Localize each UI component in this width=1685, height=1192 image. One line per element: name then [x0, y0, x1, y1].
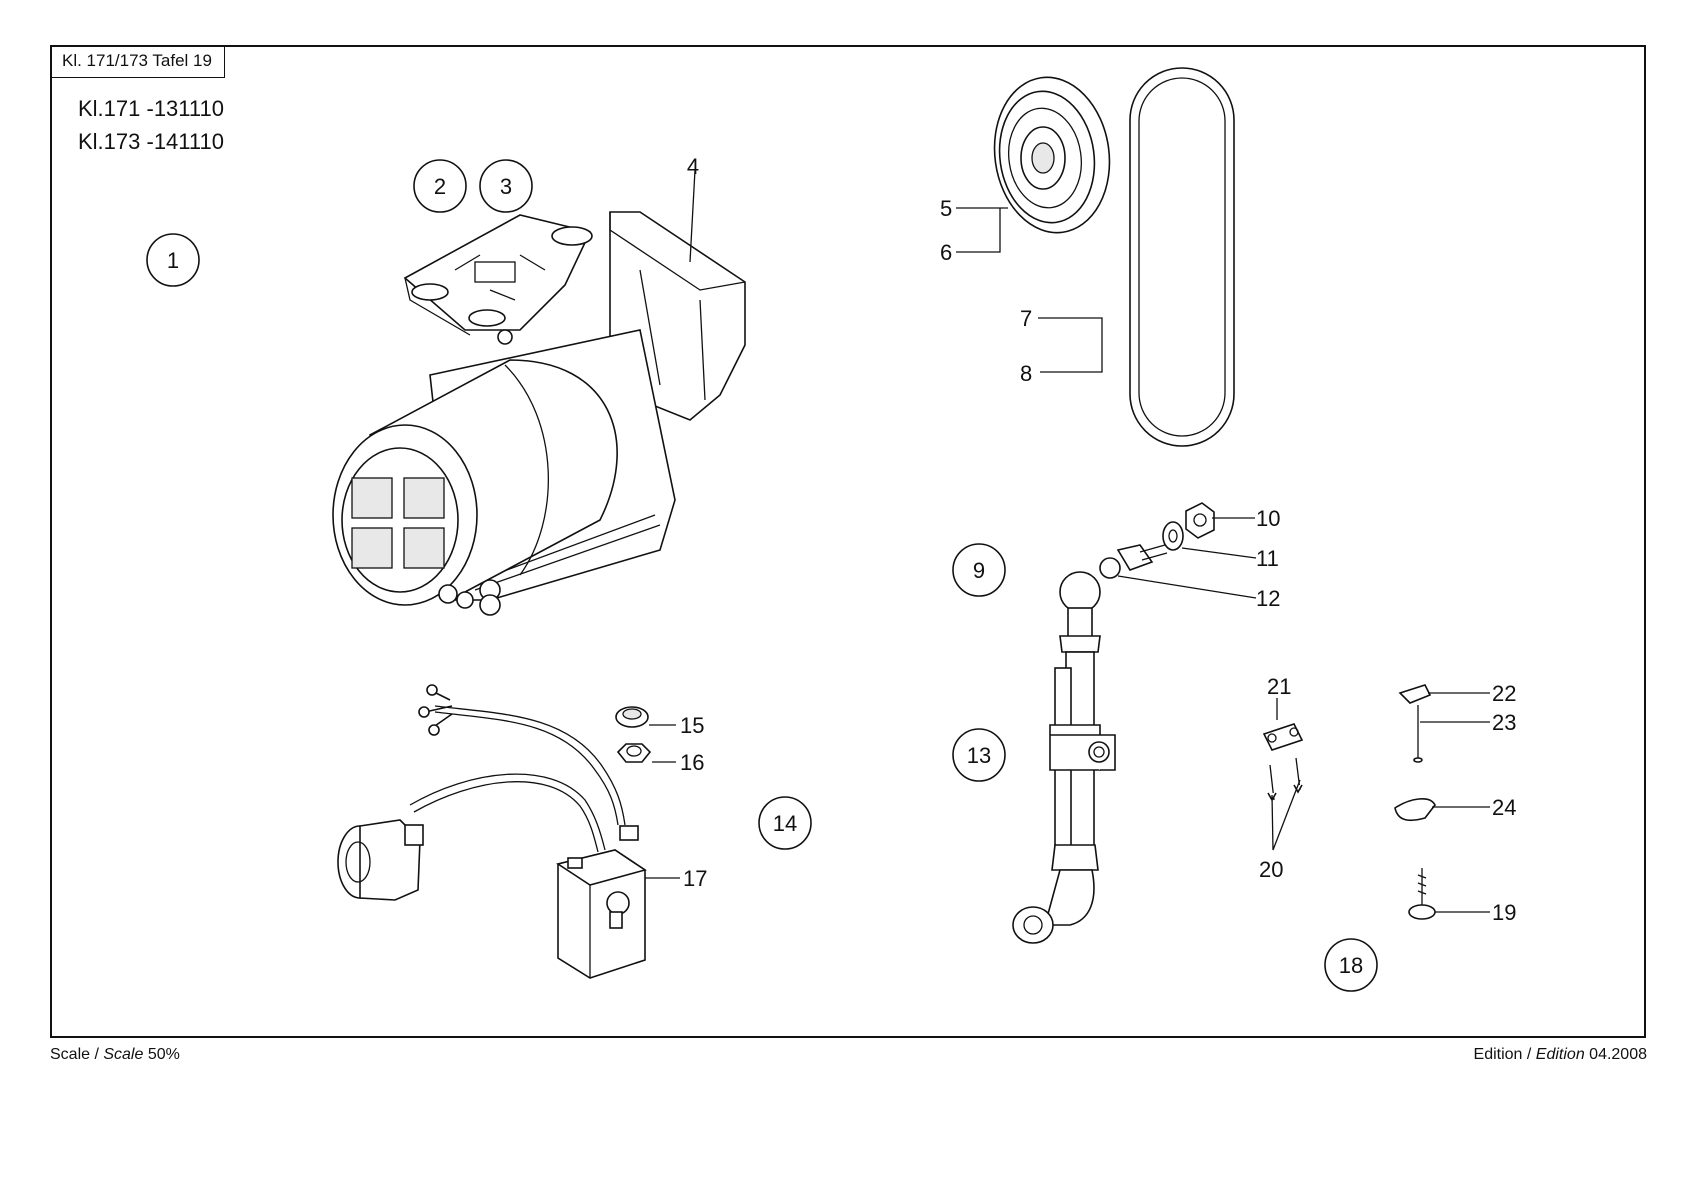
- circled-ref-13: 13: [953, 729, 1005, 781]
- circled-ref-18: 18: [1325, 939, 1377, 991]
- svg-text:18: 18: [1339, 953, 1363, 978]
- circled-ref-14: 14: [759, 797, 811, 849]
- callout-7: 7: [1020, 306, 1032, 331]
- motor-switch-and-cable: [338, 685, 650, 978]
- circled-ref-3: 3: [480, 160, 532, 212]
- scale-note: Scale / Scale 50%: [50, 1046, 180, 1064]
- callout-20: 20: [1259, 857, 1283, 882]
- callout-12: 12: [1256, 586, 1280, 611]
- svg-text:14: 14: [773, 811, 797, 836]
- v-belt: [1130, 68, 1234, 446]
- callout-17: 17: [683, 866, 707, 891]
- callout-11: 11: [1256, 546, 1279, 571]
- svg-text:9: 9: [973, 558, 985, 583]
- callout-10: 10: [1256, 506, 1280, 531]
- callout-16: 16: [680, 750, 704, 775]
- callout-15: 15: [680, 713, 704, 738]
- callout-5: 5: [940, 196, 952, 221]
- motor-pulley: [985, 70, 1120, 240]
- callout-6: 6: [940, 240, 952, 265]
- callout-8: 8: [1020, 361, 1032, 386]
- belt-guard-fasteners: [1264, 685, 1435, 919]
- svg-text:3: 3: [500, 174, 512, 199]
- callout-24: 24: [1492, 795, 1516, 820]
- linkage-rod-assembly: [1013, 503, 1214, 943]
- edition-note: Edition / Edition 04.2008: [1474, 1046, 1647, 1064]
- circled-ref-1: 1: [147, 234, 199, 286]
- motor-assembly: [333, 212, 745, 615]
- callout-4: 4: [687, 154, 699, 179]
- circled-ref-2: 2: [414, 160, 466, 212]
- callout-19: 19: [1492, 900, 1516, 925]
- circled-ref-9: 9: [953, 544, 1005, 596]
- callout-23: 23: [1492, 710, 1516, 735]
- svg-text:1: 1: [167, 248, 179, 273]
- callout-22: 22: [1492, 681, 1516, 706]
- svg-text:2: 2: [434, 174, 446, 199]
- callout-21: 21: [1267, 674, 1291, 699]
- svg-text:13: 13: [967, 743, 991, 768]
